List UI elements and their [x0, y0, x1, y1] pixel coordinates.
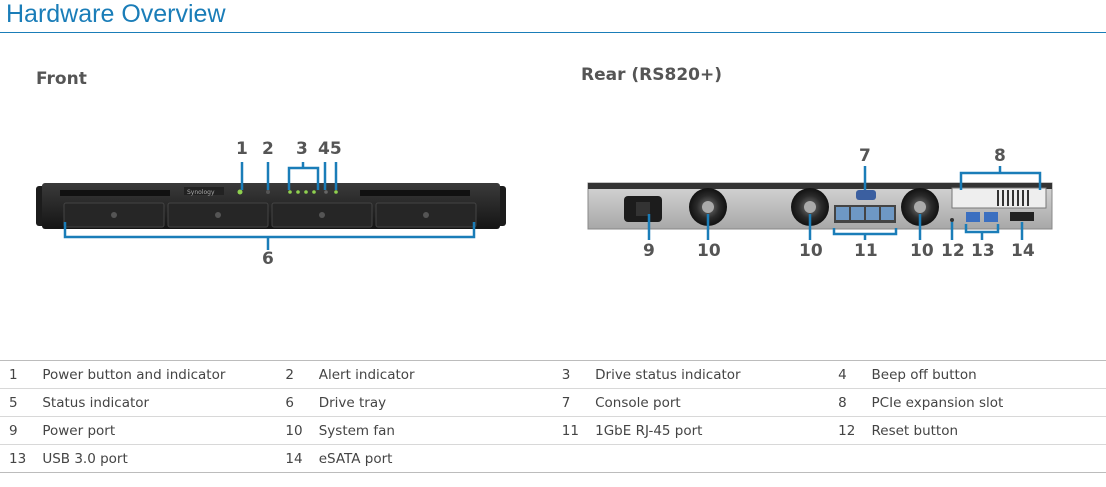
- callout-1: 1: [236, 139, 248, 159]
- console-port: [856, 190, 876, 200]
- power-indicator: [237, 189, 243, 195]
- front-chassis: Synology: [36, 183, 506, 229]
- callout-12: 12: [941, 241, 965, 261]
- legend-number: 11: [561, 422, 579, 439]
- legend-number: 8: [838, 394, 847, 411]
- callout-10: 10: [910, 241, 934, 261]
- legend-row: 1 Power button and indicator 2 Alert indica…: [0, 360, 1106, 389]
- legend-row: 9 Power port 10 System fan 11 1GbE RJ-45 port…: [0, 417, 1106, 445]
- legend-row: 13 USB 3.0 port 14 eSATA port: [0, 445, 1106, 473]
- usb-port: [984, 212, 998, 222]
- legend-label: Beep off button: [871, 366, 977, 383]
- legend-number: 2: [285, 366, 294, 383]
- legend-number: 3: [561, 366, 571, 383]
- legend-number: 14: [285, 450, 303, 467]
- legend-number: [553, 445, 595, 473]
- legend-number: 10: [285, 422, 303, 439]
- legend-number: 9: [9, 422, 18, 439]
- usb-port: [966, 212, 980, 222]
- legend-label: Power port: [42, 422, 116, 439]
- front-section-label: Front: [36, 69, 87, 89]
- callout-7: 7: [859, 146, 871, 166]
- legend-label: Reset button: [871, 422, 959, 439]
- legend-label: 1GbE RJ-45 port: [595, 422, 703, 439]
- rear-section-label: Rear (RS820+): [581, 65, 722, 85]
- legend-number: 5: [9, 394, 18, 411]
- legend-label: USB 3.0 port: [42, 450, 128, 467]
- legend-number: 13: [9, 450, 27, 467]
- rear-chassis: [587, 182, 1053, 230]
- legend-number: 1: [9, 366, 18, 383]
- legend-label: System fan: [318, 422, 395, 439]
- legend-label: Power button and indicator: [42, 366, 226, 383]
- callout-2: 2: [262, 139, 274, 159]
- callout-8: 8: [994, 146, 1006, 166]
- legend-label: [595, 445, 829, 473]
- rear-callout-lines: [647, 166, 1042, 240]
- component-legend-table: 1 Power button and indicator 2 Alert indica…: [0, 360, 1106, 473]
- hardware-illustration: Synology: [36, 162, 1053, 250]
- page-title: Hardware Overview: [6, 0, 226, 28]
- legend-label: Console port: [595, 394, 681, 411]
- callout-3: 3: [296, 139, 308, 159]
- legend-label: Alert indicator: [318, 366, 415, 383]
- title-divider: [0, 32, 1106, 33]
- front-callout-lines: [63, 162, 476, 250]
- callout-11: 11: [854, 241, 878, 261]
- legend-number: 6: [285, 394, 294, 411]
- legend-number: 7: [561, 394, 571, 411]
- legend-label: Drive tray: [318, 394, 387, 411]
- legend-label: Drive status indicator: [595, 366, 741, 383]
- callout-13: 13: [971, 241, 995, 261]
- callout-6: 6: [262, 249, 274, 269]
- legend-label: eSATA port: [318, 450, 393, 467]
- brand-logo: Synology: [187, 189, 215, 196]
- alert-indicator: [266, 190, 270, 194]
- callout-10: 10: [799, 241, 823, 261]
- reset-button: [950, 218, 954, 222]
- legend-label: PCIe expansion slot: [871, 394, 1004, 411]
- legend-number: 12: [838, 422, 856, 439]
- callout-10: 10: [697, 241, 721, 261]
- esata-port: [1010, 212, 1034, 221]
- callout-9: 9: [643, 241, 655, 261]
- legend-row: 5 Status indicator 6 Drive tray 7 Console por…: [0, 389, 1106, 417]
- drive-trays: [63, 202, 477, 228]
- legend-number: [829, 445, 871, 473]
- legend-label: Status indicator: [42, 394, 150, 411]
- legend-number: 4: [838, 366, 847, 383]
- rj45-ports: [834, 205, 896, 223]
- callout-14: 14: [1011, 241, 1035, 261]
- legend-label: [872, 445, 1106, 473]
- callout-4-5: 45: [318, 139, 342, 159]
